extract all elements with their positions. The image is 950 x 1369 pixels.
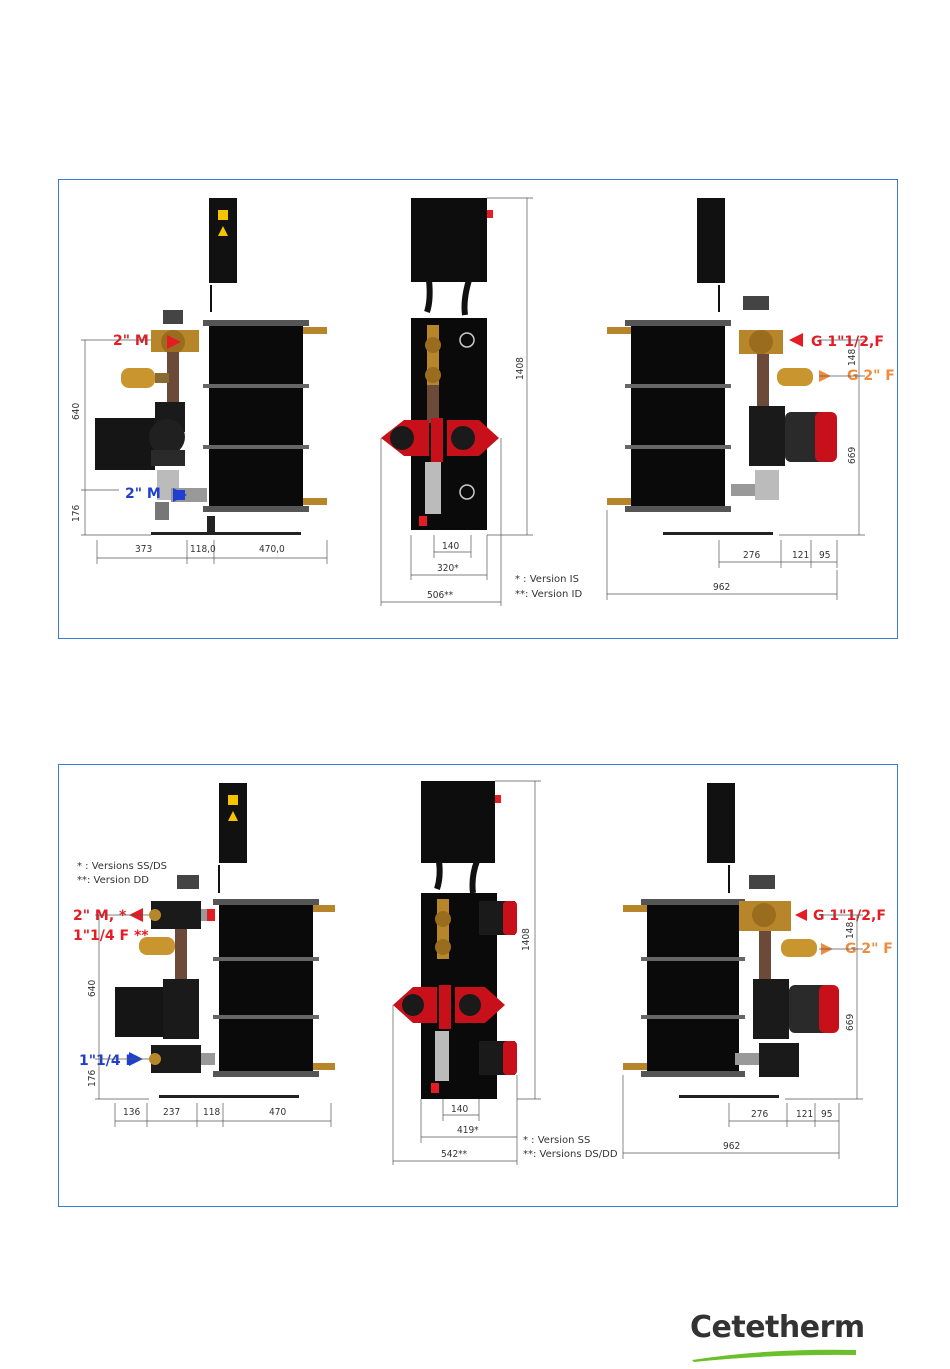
p1-left-conn-bottom: 2" M (125, 486, 161, 502)
p1-left-dim-470: 470,0 (259, 544, 285, 555)
p1-mid-note-1: * : Version IS (515, 574, 579, 585)
p2-left-conn-bottom: 1"1/4 F (79, 1053, 135, 1069)
diagram-panel-2: * : Versions SS/DS **: Version DD 2" M, … (58, 764, 898, 1207)
p1-mid-dim-1408: 1408 (515, 357, 526, 380)
p2-mid-dim-542: 542** (441, 1149, 468, 1160)
p2-right-dim-669: 669 (845, 1014, 856, 1031)
p2-right-conn-top: G 1"1/2,F (813, 908, 886, 924)
diagram-panel-1: 2" M 2" M 640 176 373 118,0 470,0 (58, 179, 898, 639)
p1-mid-dim-140: 140 (442, 541, 459, 552)
p2-right-dim-962: 962 (723, 1141, 740, 1152)
p1-right-dim-121: 121 (792, 550, 809, 561)
p2-left-view: * : Versions SS/DS **: Version DD 2" M, … (73, 783, 335, 1127)
p2-right-dim-148: 148 (845, 922, 856, 939)
panel-2-drawing: * : Versions SS/DS **: Version DD 2" M, … (73, 780, 893, 1165)
p2-left-dim-640: 640 (87, 980, 98, 997)
p1-middle-view: 1408 140 320* 506** * : Version IS **: V… (380, 197, 582, 606)
p1-left-dim-118: 118,0 (190, 544, 216, 555)
p2-mid-note-2: **: Versions DS/DD (523, 1149, 618, 1160)
p2-mid-note-1: * : Version SS (523, 1135, 590, 1146)
p2-right-dim-276: 276 (751, 1109, 768, 1120)
p1-right-dim-669: 669 (847, 447, 858, 464)
p2-right-dim-121: 121 (796, 1109, 813, 1120)
p2-left-dim-176: 176 (87, 1070, 98, 1087)
p2-mid-dim-1408: 1408 (521, 928, 532, 951)
p1-right-dim-276: 276 (743, 550, 760, 561)
p1-right-dim-95: 95 (819, 550, 830, 561)
p1-mid-note-2: **: Version ID (515, 589, 582, 600)
p2-right-dim-95: 95 (821, 1109, 832, 1120)
p1-left-dim-640: 640 (71, 403, 82, 420)
p1-right-dim-962: 962 (713, 582, 730, 593)
p2-left-dim-470: 470 (269, 1107, 286, 1118)
p1-mid-dim-320: 320* (437, 563, 459, 574)
p1-right-dim-148: 148 (847, 349, 858, 366)
p2-mid-dim-419: 419* (457, 1125, 479, 1136)
logo-swoosh-icon (692, 1349, 856, 1362)
p2-left-note-2: **: Version DD (77, 875, 149, 886)
p1-left-dim-176: 176 (71, 505, 82, 522)
p2-middle-view: 1408 140 419* 542** * : Version SS **: V… (392, 780, 618, 1165)
p1-right-view: G 1"1/2,F G 2" F 148 669 276 121 95 962 (606, 198, 895, 600)
p1-left-conn-top: 2" M (113, 333, 149, 349)
cetetherm-logo: Cetetherm (690, 1310, 865, 1362)
p2-right-view: G 1"1/2,F G 2" F 148 669 276 121 95 962 (622, 783, 893, 1159)
p1-right-conn-top: G 1"1/2,F (811, 334, 884, 350)
p1-mid-dim-506: 506** (427, 590, 454, 601)
p2-left-conn-top-1: 2" M, * (73, 908, 127, 924)
panel-1-drawing: 2" M 2" M 640 176 373 118,0 470,0 (71, 197, 895, 606)
p1-left-dim-373: 373 (135, 544, 152, 555)
p2-left-dim-237: 237 (163, 1107, 180, 1118)
p2-left-dim-136: 136 (123, 1107, 140, 1118)
p1-left-view: 2" M 2" M 640 176 373 118,0 470,0 (71, 198, 328, 564)
p2-left-dim-118: 118 (203, 1107, 220, 1118)
logo-text: Cetetherm (690, 1310, 865, 1345)
p2-left-conn-top-2: 1"1/4 F ** (73, 928, 149, 944)
p2-mid-dim-140: 140 (451, 1104, 468, 1115)
p2-left-note-1: * : Versions SS/DS (77, 861, 167, 872)
